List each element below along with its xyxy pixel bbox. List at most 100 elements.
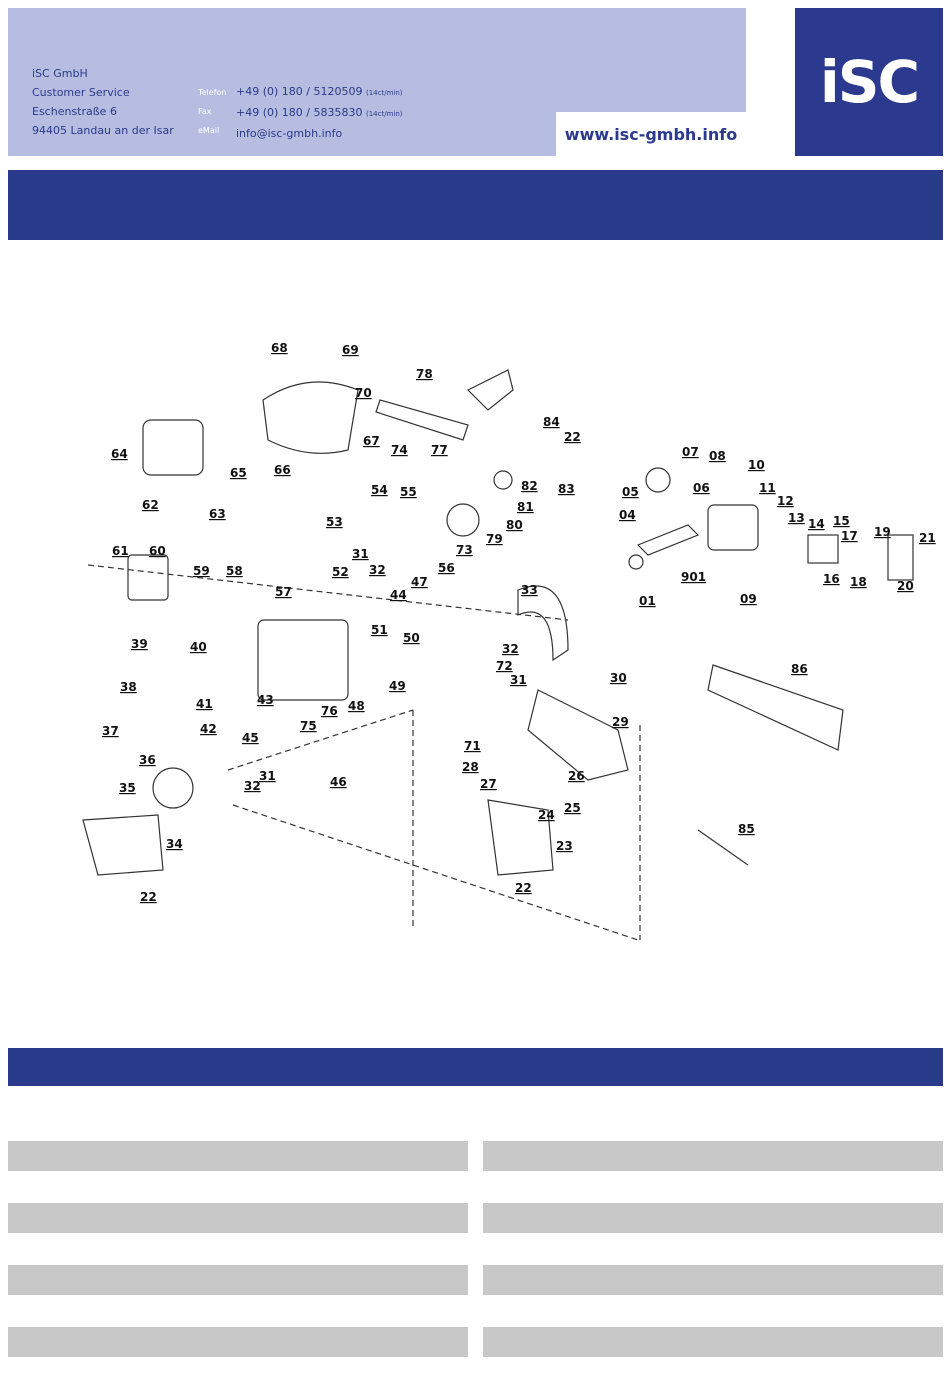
spare-part-field[interactable] — [483, 1327, 943, 1357]
part-label-left-1: 69 — [342, 343, 359, 357]
part-label-left-3: 78 — [416, 367, 433, 381]
part-label-left-0: 68 — [271, 341, 288, 355]
handle-shape — [517, 585, 569, 662]
chain-brake-shape — [466, 369, 514, 411]
part-label-left-51: 46 — [330, 775, 347, 789]
part-label-right-16: 18 — [850, 575, 867, 589]
fax-number: +49 (0) 180 / 5835830 — [236, 106, 363, 119]
part-label-right-11: 17 — [841, 529, 858, 543]
spare-part-field[interactable] — [8, 1141, 468, 1171]
bar-right-shape — [707, 664, 844, 751]
part-label-left-18: 82 — [521, 479, 538, 493]
spare-part-field[interactable] — [8, 1203, 468, 1233]
header-panel: iSC GmbH Customer Service Eschenstraße 6… — [8, 8, 746, 156]
part-label-right-24: 30 — [610, 671, 627, 685]
part-label-right-29: 26 — [568, 769, 585, 783]
part-label-left-17: 53 — [326, 515, 343, 529]
starter-cover-shape — [82, 814, 164, 876]
crankcase-shape — [257, 619, 349, 701]
muffler-shape — [127, 554, 169, 601]
piston-shape — [645, 467, 671, 493]
phone-rate: (14ct/min) — [365, 89, 403, 97]
part-label-left-4: 77 — [431, 443, 448, 457]
part-label-left-10: 66 — [274, 463, 291, 477]
part-label-right-9: 14 — [808, 517, 825, 531]
fax-rate: (14ct/min) — [365, 110, 403, 118]
part-label-left-7: 83 — [558, 482, 575, 496]
sprocket-cover-shape — [487, 799, 554, 876]
part-label-right-0: 07 — [682, 445, 699, 459]
part-label-right-14: 901 — [681, 570, 706, 584]
part-label-left-37: 39 — [131, 637, 148, 651]
part-label-left-11: 67 — [363, 434, 380, 448]
cylinder-left-shape — [142, 419, 204, 476]
part-label-right-21: 32 — [502, 642, 519, 656]
spare-part-field[interactable] — [8, 1265, 468, 1295]
email-value[interactable]: info@isc-gmbh.info — [236, 127, 343, 140]
part-label-left-19: 81 — [517, 500, 534, 514]
website-box: www.isc-gmbh.info — [556, 112, 746, 156]
part-label-right-2: 10 — [748, 458, 765, 472]
spare-part-field[interactable] — [483, 1265, 943, 1295]
part-label-left-26: 59 — [193, 564, 210, 578]
part-label-left-15: 54 — [371, 483, 388, 497]
part-label-left-35: 50 — [403, 631, 420, 645]
clutch-shape — [446, 503, 480, 537]
part-label-left-39: 38 — [120, 680, 137, 694]
part-label-left-48: 36 — [139, 753, 156, 767]
washer-shape — [493, 470, 513, 490]
section-bar — [8, 1048, 943, 1086]
part-label-left-45: 75 — [300, 719, 317, 733]
diagram-parts — [82, 369, 914, 941]
part-label-left-53: 34 — [166, 837, 183, 851]
company-street: Eschenstraße 6 — [32, 105, 117, 118]
company-city: 94405 Landau an der Isar — [32, 124, 174, 137]
part-label-right-26: 71 — [464, 739, 481, 753]
part-label-right-27: 28 — [462, 760, 479, 774]
part-label-left-49: 31 — [259, 769, 276, 783]
part-label-left-52: 35 — [119, 781, 136, 795]
part-label-left-14: 63 — [209, 507, 226, 521]
part-label-left-32: 47 — [411, 575, 428, 589]
part-label-right-30: 24 — [538, 808, 555, 822]
part-label-left-22: 73 — [456, 543, 473, 557]
part-label-right-34: 86 — [791, 662, 808, 676]
website-link[interactable]: www.isc-gmbh.info — [564, 124, 738, 144]
part-label-left-33: 44 — [390, 588, 407, 602]
part-label-left-2: 70 — [355, 386, 372, 400]
phone-value: +49 (0) 180 / 5120509 (14ct/min) — [236, 82, 403, 103]
part-label-left-25: 60 — [149, 544, 166, 558]
part-label-left-24: 61 — [112, 544, 129, 558]
cylinder-right-shape — [707, 504, 759, 551]
phone-label: Telefon — [198, 88, 227, 97]
part-label-right-13: 21 — [919, 531, 936, 545]
spare-part-field[interactable] — [483, 1141, 943, 1171]
part-label-right-31: 25 — [564, 801, 581, 815]
part-label-left-50: 32 — [244, 779, 261, 793]
part-label-right-25: 29 — [612, 715, 629, 729]
part-label-right-6: 12 — [777, 494, 794, 508]
part-label-right-12: 19 — [874, 525, 891, 539]
air-filter-shape — [887, 534, 914, 581]
part-label-left-44: 42 — [200, 722, 217, 736]
part-label-right-4: 06 — [693, 481, 710, 495]
company-address: iSC GmbH Customer Service Eschenstraße 6… — [32, 64, 174, 140]
part-label-right-23: 31 — [510, 673, 527, 687]
spare-part-field[interactable] — [8, 1327, 468, 1357]
spare-part-field[interactable] — [483, 1203, 943, 1233]
part-label-left-54: 22 — [140, 890, 157, 904]
contact-values: +49 (0) 180 / 5120509 (14ct/min) +49 (0)… — [236, 82, 403, 143]
email-label: eMail — [198, 126, 220, 135]
phone-number: +49 (0) 180 / 5120509 — [236, 85, 363, 98]
part-label-left-29: 52 — [332, 565, 349, 579]
part-label-left-13: 62 — [142, 498, 159, 512]
part-label-left-16: 55 — [400, 485, 417, 499]
part-label-left-31: 32 — [369, 563, 386, 577]
part-label-left-9: 65 — [230, 466, 247, 480]
part-label-left-20: 80 — [506, 518, 523, 532]
part-label-right-33: 22 — [515, 881, 532, 895]
contact-labels: Telefon Fax eMail — [198, 83, 226, 140]
